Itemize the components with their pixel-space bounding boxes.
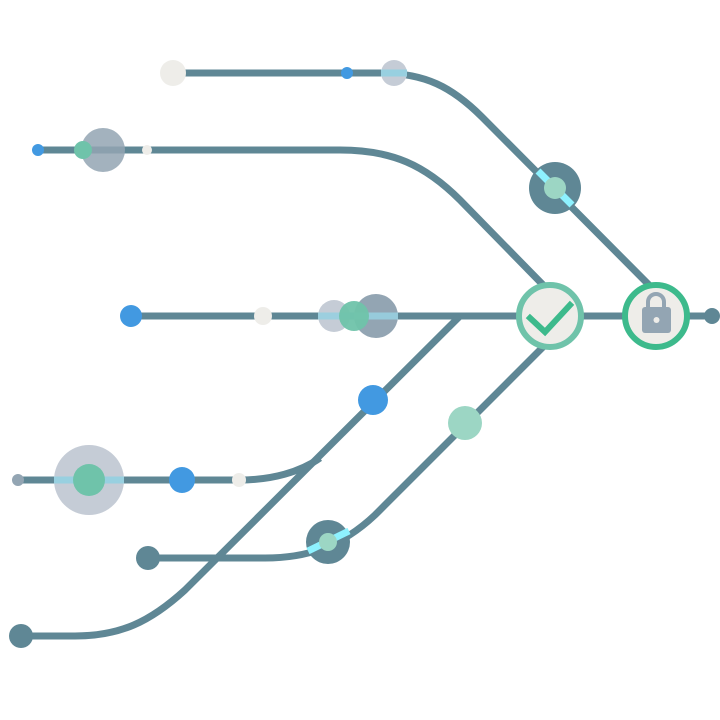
node[interactable] <box>142 145 152 155</box>
node[interactable] <box>319 533 337 551</box>
track-lower <box>148 337 553 562</box>
node[interactable] <box>160 60 186 86</box>
node[interactable] <box>254 307 272 325</box>
node[interactable] <box>232 473 246 487</box>
node[interactable] <box>339 301 369 331</box>
node[interactable] <box>136 546 160 570</box>
node[interactable] <box>81 128 125 172</box>
node[interactable] <box>120 305 142 327</box>
end-node[interactable] <box>704 308 720 324</box>
check-node[interactable] <box>516 282 584 350</box>
node[interactable] <box>448 406 482 440</box>
track-bottom-long <box>21 313 463 640</box>
node[interactable] <box>544 177 566 199</box>
node[interactable] <box>341 67 353 79</box>
node[interactable] <box>9 624 33 648</box>
node[interactable] <box>74 141 92 159</box>
track-top <box>173 69 659 295</box>
node[interactable] <box>169 467 195 493</box>
lock-node[interactable] <box>622 282 690 350</box>
node[interactable] <box>32 144 44 156</box>
node[interactable] <box>12 474 24 486</box>
node[interactable] <box>73 464 105 496</box>
node[interactable] <box>358 385 388 415</box>
lock-icon <box>642 292 671 333</box>
track-second <box>38 146 553 295</box>
check-icon <box>525 300 575 337</box>
